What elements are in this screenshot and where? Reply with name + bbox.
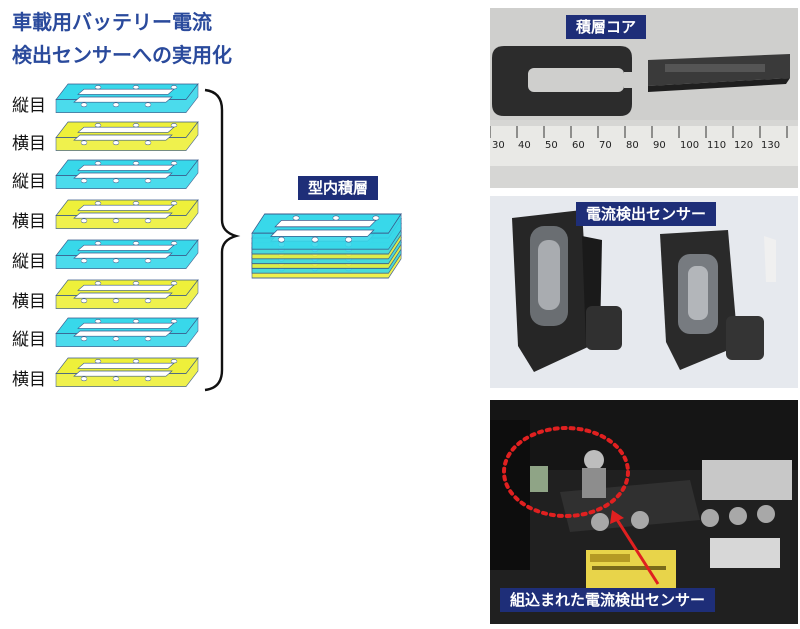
- core-photo: 30 40 50 60 70 80 90 100 110 120 130 積層コ…: [490, 8, 798, 188]
- installed-label-badge: 組込まれた電流検出センサー: [500, 588, 716, 612]
- highlight-arrow: [614, 517, 660, 585]
- plate-yellow: [55, 357, 199, 387]
- core-label-badge: 積層コア: [566, 15, 647, 39]
- ruler-tick: 60: [572, 140, 585, 151]
- plate-cyan: [55, 159, 199, 189]
- page-title: 車載用バッテリー電流 検出センサーへの実用化: [12, 6, 232, 72]
- sensor-photo: 電流検出センサー: [490, 196, 798, 388]
- ruler-tick: 100: [680, 140, 699, 151]
- layer-label: 縦目: [12, 96, 46, 116]
- layer-label: 横目: [12, 134, 46, 154]
- ruler-tick: 110: [707, 140, 726, 151]
- ruler-tick: 120: [734, 140, 753, 151]
- layer-label: 縦目: [12, 172, 46, 192]
- stacked-core: [251, 213, 402, 279]
- layer-label: 横目: [12, 212, 46, 232]
- plate-cyan: [55, 317, 199, 347]
- layer-label: 横目: [12, 370, 46, 390]
- ruler-tick: 70: [599, 140, 612, 151]
- ruler-tick: 30: [492, 140, 505, 151]
- title-line-2: 検出センサーへの実用化: [12, 43, 232, 67]
- layer-label: 縦目: [12, 330, 46, 350]
- plate-cyan: [55, 83, 199, 113]
- ruler-tick: 80: [626, 140, 639, 151]
- plate-yellow: [55, 279, 199, 309]
- layer-label: 縦目: [12, 252, 46, 272]
- layer-label: 横目: [12, 292, 46, 312]
- title-line-1: 車載用バッテリー電流: [12, 10, 212, 34]
- layer-stack-diagram: [55, 83, 402, 392]
- highlight-circle: [502, 426, 630, 518]
- ruler-tick: 50: [545, 140, 558, 151]
- installed-photo: 組込まれた電流検出センサー: [490, 400, 798, 624]
- plate-yellow: [55, 199, 199, 229]
- sensor-label-badge: 電流検出センサー: [576, 202, 717, 226]
- plate-yellow: [55, 121, 199, 151]
- grouping-brace: [204, 88, 241, 392]
- ruler-tick: 130: [761, 140, 780, 151]
- arrow-head-icon: [610, 510, 624, 524]
- plate-cyan: [55, 239, 199, 269]
- stack-label-badge: 型内積層: [298, 176, 379, 200]
- ruler-tick: 40: [518, 140, 531, 151]
- ruler-tick: 90: [653, 140, 666, 151]
